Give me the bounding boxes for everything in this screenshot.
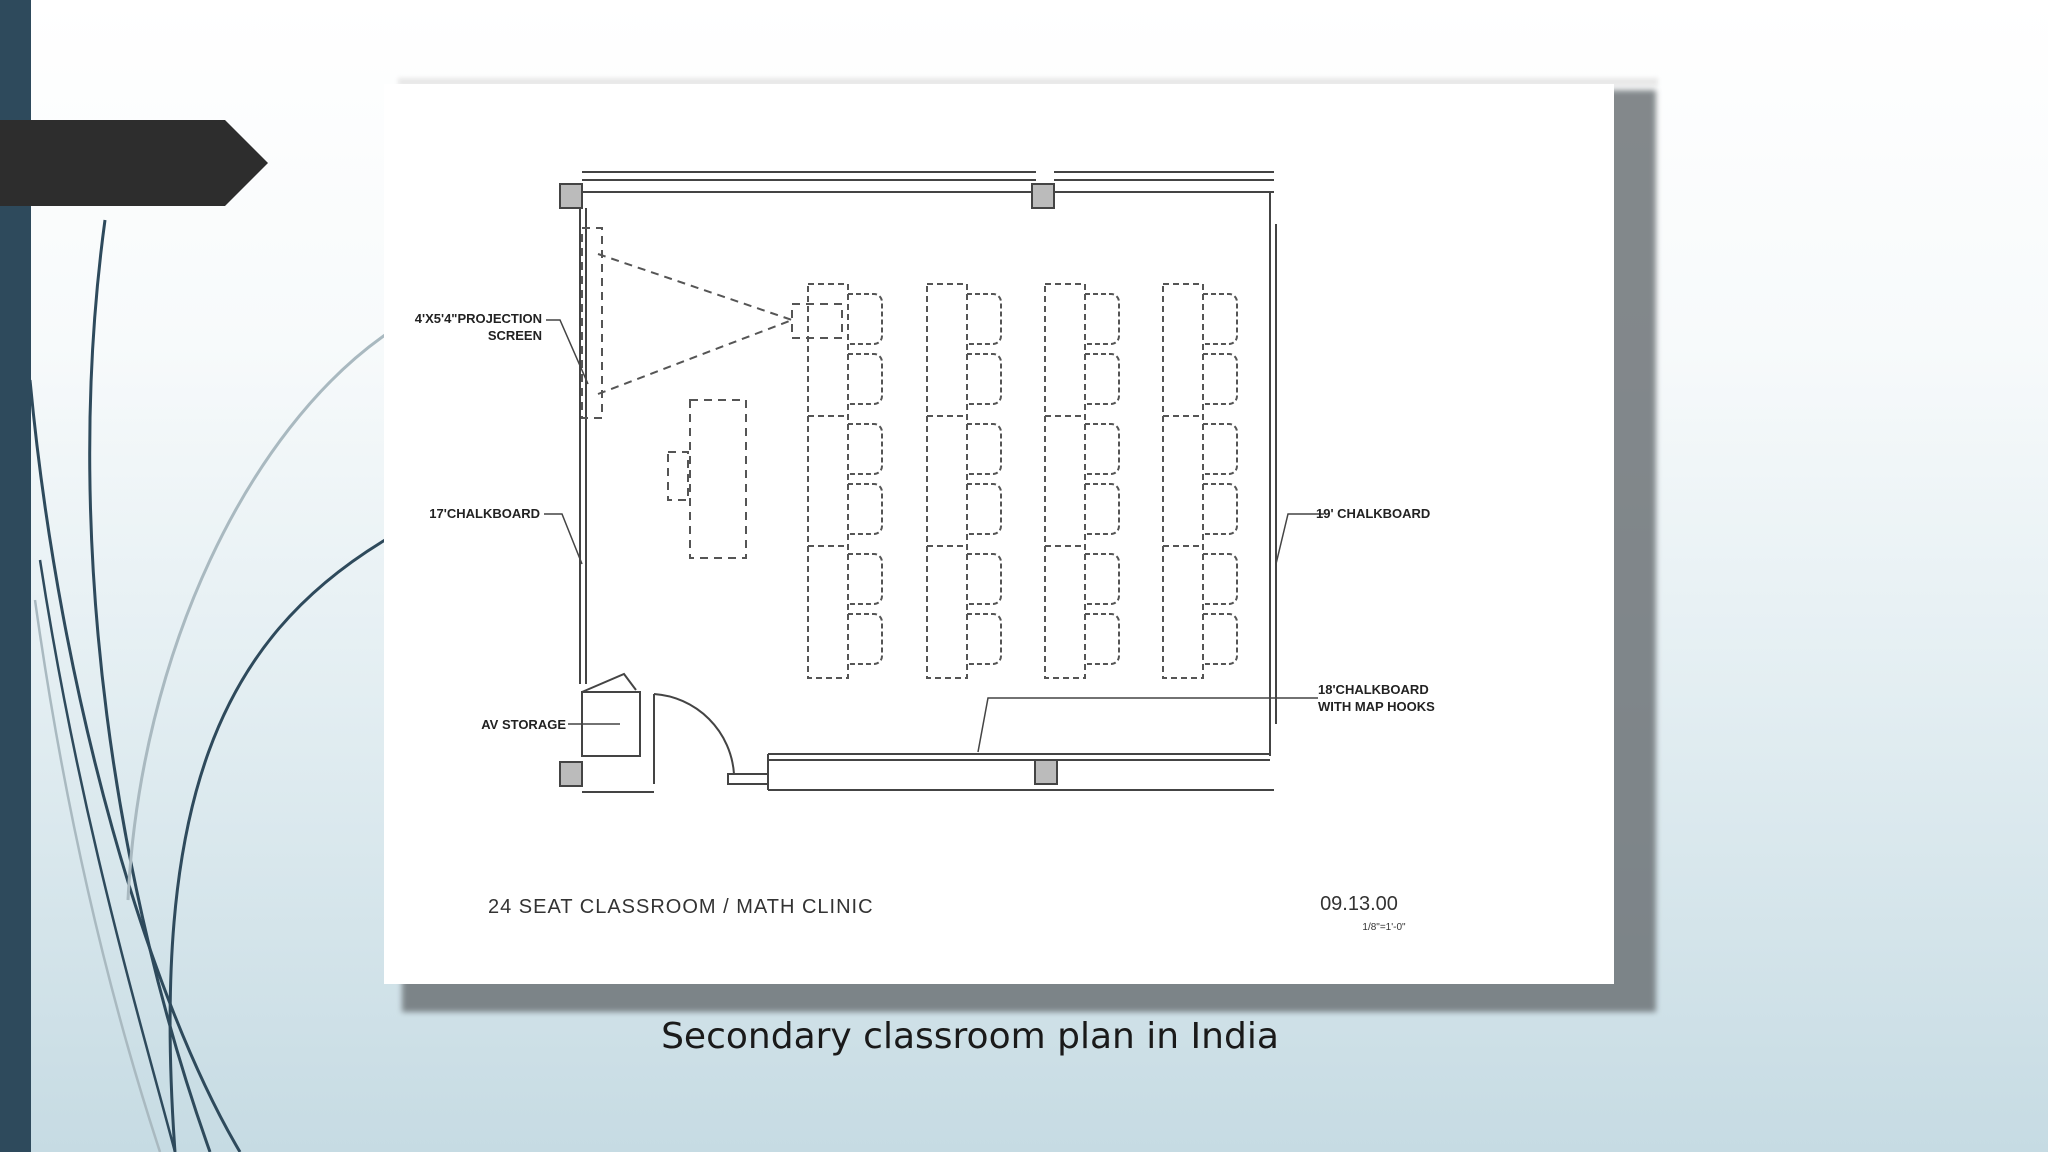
right-chalkboard-label: 19' CHALKBOARD [1316, 506, 1430, 521]
decorative-swooshes [28, 219, 386, 1152]
photo-frame-edge [398, 78, 1658, 86]
projection-screen-label: 4'X5'4"PROJECTION [415, 311, 542, 326]
bottom-chalkboard-label: 18'CHALKBOARD [1318, 682, 1429, 697]
slide-caption: Secondary classroom plan in India [0, 1016, 1940, 1057]
plan-scale: 1/8"=1'-0" [1362, 922, 1406, 933]
floor-plan-drawing: 4'X5'4"PROJECTION SCREEN 17'CHALKBOARD A… [415, 171, 1435, 933]
plan-date: 09.13.00 [1320, 893, 1398, 915]
left-chalkboard-label: 17'CHALKBOARD [429, 506, 540, 521]
av-storage-label: AV STORAGE [481, 717, 566, 732]
classroom-floor-plan: 4'X5'4"PROJECTION SCREEN 17'CHALKBOARD A… [384, 84, 1614, 984]
title-arrow-tab [0, 120, 268, 206]
slide-caption-text: Secondary classroom plan in India [661, 1016, 1279, 1057]
plan-title: 24 SEAT CLASSROOM / MATH CLINIC [488, 896, 874, 918]
bottom-chalkboard-label-2: WITH MAP HOOKS [1318, 699, 1435, 714]
projection-screen-label-2: SCREEN [488, 328, 542, 343]
